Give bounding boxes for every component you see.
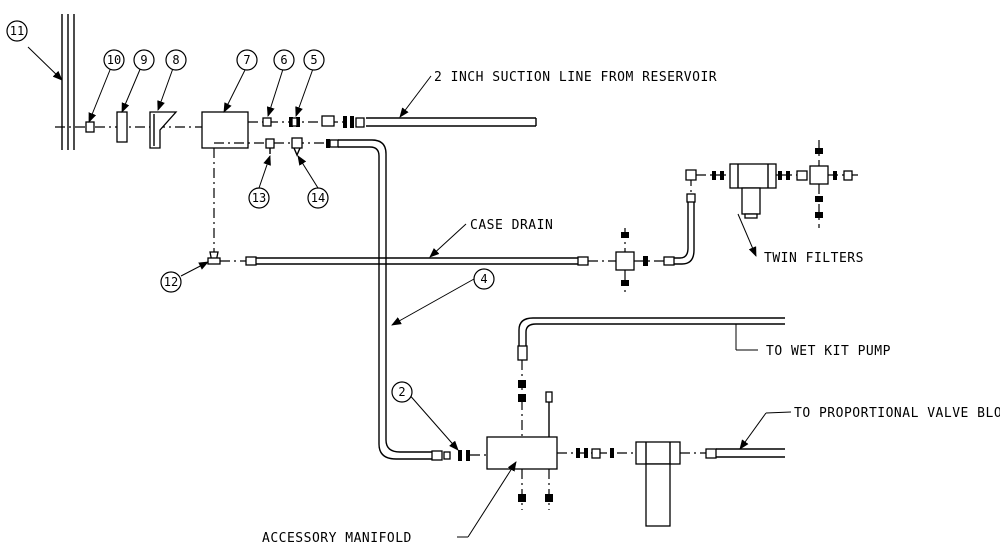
balloon-8: 8 (165, 49, 187, 71)
svg-text:13: 13 (252, 191, 266, 205)
proportional-valve-hose (716, 448, 785, 458)
fitting-13 (265, 138, 275, 149)
filter-feed-hose (674, 202, 695, 265)
balloon-9: 9 (133, 49, 155, 71)
twin-filters (729, 163, 777, 219)
twin-filters-label: TWIN FILTERS (764, 251, 864, 266)
balloon-7: 7 (236, 49, 258, 71)
svg-text:2: 2 (398, 385, 405, 399)
svg-text:6: 6 (280, 53, 287, 67)
adapter-10 (85, 121, 95, 133)
wet-kit-hose (518, 317, 785, 346)
accessory-manifold (486, 436, 558, 510)
tee-12 (207, 251, 221, 265)
proportional-valve-stack (635, 441, 681, 527)
wet-kit-label: TO WET KIT PUMP (766, 344, 891, 359)
suction-adapter (321, 115, 335, 127)
svg-text:11: 11 (10, 24, 24, 38)
case-drain-hose (256, 257, 578, 265)
case-drain-label: CASE DRAIN (470, 218, 553, 233)
fitting-14 (291, 137, 303, 149)
balloon-14: 14 (307, 187, 329, 209)
svg-text:8: 8 (172, 53, 179, 67)
svg-text:9: 9 (140, 53, 147, 67)
svg-text:4: 4 (480, 272, 487, 286)
filter-outlet-cross (809, 140, 829, 228)
svg-text:5: 5 (310, 53, 317, 67)
fitting-6 (262, 117, 272, 127)
svg-text:7: 7 (243, 53, 250, 67)
accessory-manifold-label: ACCESSORY MANIFOLD (262, 531, 412, 546)
balloon-11: 11 (6, 20, 28, 42)
balloon-10: 10 (103, 49, 125, 71)
bracket-8 (149, 111, 178, 149)
balloon-5: 5 (303, 49, 325, 71)
frame-rail (61, 14, 75, 150)
svg-text:10: 10 (107, 53, 121, 67)
suction-line-label: 2 INCH SUCTION LINE FROM RESERVOIR (434, 70, 717, 85)
pressure-hose-4 (338, 139, 432, 460)
cross-fitting (615, 228, 648, 292)
fitting-5 (291, 117, 298, 127)
svg-text:14: 14 (311, 191, 325, 205)
balloon-13: 13 (248, 187, 270, 209)
coupling-9 (116, 111, 128, 143)
svg-text:12: 12 (164, 275, 178, 289)
proportional-valve-label: TO PROPORTIONAL VALVE BLOCK (794, 406, 1000, 421)
balloon-12: 12 (160, 271, 182, 293)
suction-hose (366, 117, 537, 127)
balloon-6: 6 (273, 49, 295, 71)
balloon-2: 2 (391, 381, 413, 403)
balloon-4: 4 (473, 268, 495, 290)
